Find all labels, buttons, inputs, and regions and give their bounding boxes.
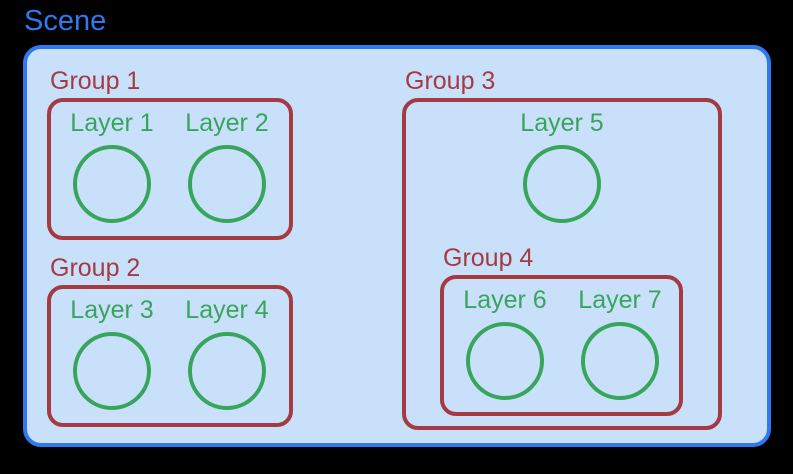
layer-4: Layer 4 bbox=[184, 295, 270, 410]
layer-2-circle bbox=[188, 145, 266, 223]
scene-title: Scene bbox=[24, 5, 107, 37]
layer-6-label: Layer 6 bbox=[463, 286, 547, 314]
group-1-layers: Layer 1 Layer 2 bbox=[51, 102, 289, 223]
layer-4-label: Layer 4 bbox=[185, 296, 269, 324]
group-4-layers: Layer 6 Layer 7 bbox=[444, 279, 679, 400]
layer-5: Layer 5 bbox=[519, 108, 605, 223]
group-2-box: Layer 3 Layer 4 bbox=[47, 285, 293, 427]
group-2-label: Group 2 bbox=[50, 254, 141, 282]
layer-7-label: Layer 7 bbox=[578, 286, 662, 314]
group-3-layers: Layer 5 bbox=[406, 102, 718, 223]
group-4: Group 4 Layer 6 Layer 7 bbox=[440, 243, 683, 416]
group-2-layers: Layer 3 Layer 4 bbox=[51, 289, 289, 410]
group-2: Group 2 Layer 3 Layer 4 bbox=[47, 253, 293, 427]
group-3: Group 3 Layer 5 Group 4 Layer 6 bbox=[402, 66, 722, 430]
layer-4-circle bbox=[188, 332, 266, 410]
layer-6-circle bbox=[466, 322, 544, 400]
group-4-box: Layer 6 Layer 7 bbox=[440, 275, 683, 416]
layer-7-circle bbox=[581, 322, 659, 400]
layer-1-label: Layer 1 bbox=[70, 109, 154, 137]
group-1: Group 1 Layer 1 Layer 2 bbox=[47, 66, 293, 240]
layer-2-label: Layer 2 bbox=[185, 109, 269, 137]
layer-6: Layer 6 bbox=[462, 285, 548, 400]
group-1-box: Layer 1 Layer 2 bbox=[47, 98, 293, 240]
layer-2: Layer 2 bbox=[184, 108, 270, 223]
group-1-label: Group 1 bbox=[50, 67, 141, 95]
layer-1: Layer 1 bbox=[69, 108, 155, 223]
layer-5-label: Layer 5 bbox=[520, 109, 604, 137]
layer-5-circle bbox=[523, 145, 601, 223]
layer-3-circle bbox=[73, 332, 151, 410]
layer-1-circle bbox=[73, 145, 151, 223]
layer-7: Layer 7 bbox=[577, 285, 663, 400]
layer-3: Layer 3 bbox=[69, 295, 155, 410]
group-3-label: Group 3 bbox=[405, 67, 496, 95]
scene-container: Group 1 Layer 1 Layer 2 Group 2 bbox=[23, 45, 771, 447]
group-3-box: Layer 5 Group 4 Layer 6 Layer bbox=[402, 98, 722, 430]
layer-3-label: Layer 3 bbox=[70, 296, 154, 324]
group-4-label: Group 4 bbox=[443, 244, 534, 272]
